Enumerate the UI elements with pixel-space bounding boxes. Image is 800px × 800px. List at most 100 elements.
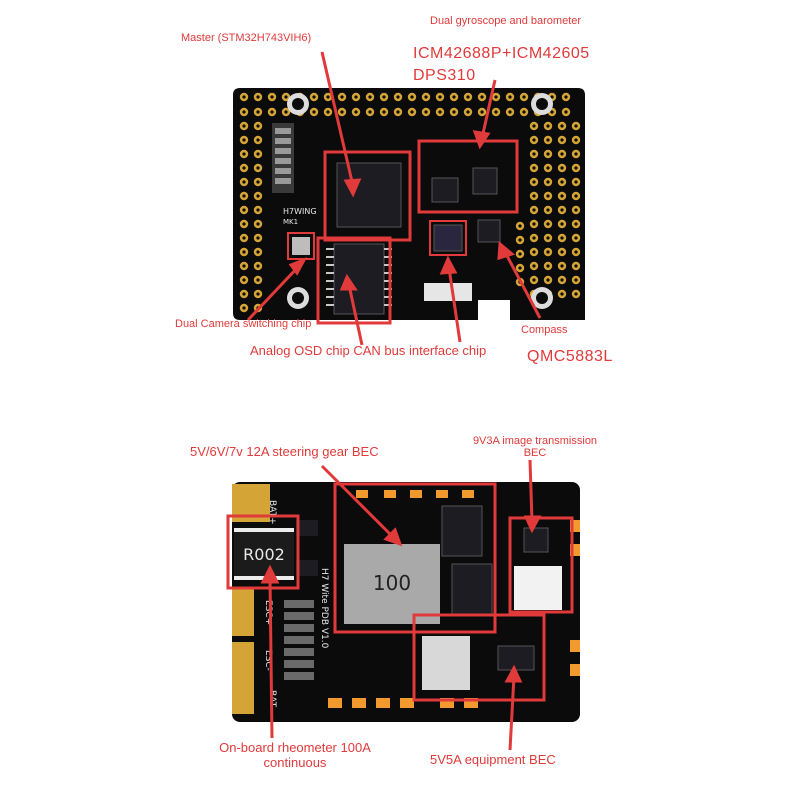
via-hole	[452, 95, 456, 99]
via-hole	[532, 194, 536, 198]
via-hole	[546, 222, 550, 226]
via-hole	[532, 264, 536, 268]
pdb-mosfet-2	[451, 563, 493, 615]
label-equipment-bec: 5V5A equipment BEC	[430, 752, 556, 767]
via-hole	[256, 95, 260, 99]
via-hole	[410, 110, 414, 114]
label-rheometer-line2: continuous	[263, 755, 327, 770]
via-hole	[532, 152, 536, 156]
osd-chip	[333, 243, 385, 315]
via-hole	[256, 278, 260, 282]
via-hole	[368, 110, 372, 114]
label-vtx-bec: 9V3A image transmission BEC	[455, 435, 615, 459]
via-hole	[560, 264, 564, 268]
via-hole	[242, 264, 246, 268]
vtx-bec-highlight-box	[508, 516, 574, 614]
osd-can-highlight-box	[316, 236, 392, 325]
fc-silk-model: H7WING	[283, 207, 317, 216]
via-hole	[256, 180, 260, 184]
label-steering-bec: 5V/6V/7v 12A steering gear BEC	[190, 444, 379, 459]
via-hole	[494, 95, 498, 99]
gyro-chip-2	[472, 167, 498, 195]
via-hole	[550, 95, 554, 99]
pdb-ic-2	[296, 560, 318, 576]
via-hole	[532, 180, 536, 184]
via-hole	[560, 138, 564, 142]
via-hole	[242, 180, 246, 184]
via-hole	[508, 95, 512, 99]
via-hole	[546, 208, 550, 212]
via-hole	[270, 110, 274, 114]
gyro-highlight-box	[417, 139, 519, 214]
via-hole	[546, 264, 550, 268]
via-hole	[546, 236, 550, 240]
via-hole	[522, 95, 526, 99]
via-hole	[546, 138, 550, 142]
vtx-bec-chip	[523, 527, 549, 553]
label-vtx-bec-line1: 9V3A image transmission	[472, 435, 598, 447]
via-hole	[560, 194, 564, 198]
via-hole	[494, 110, 498, 114]
fc-silk-rev: MK1	[283, 218, 298, 226]
via-hole	[256, 236, 260, 240]
via-hole	[368, 95, 372, 99]
via-hole	[574, 278, 578, 282]
via-hole	[574, 138, 578, 142]
main-inductor	[344, 544, 440, 624]
via-hole	[560, 292, 564, 296]
label-rheometer: On-board rheometer 100A continuous	[195, 740, 395, 770]
via-hole	[560, 278, 564, 282]
via-hole	[560, 250, 564, 254]
mounting-hole-icon	[287, 93, 553, 309]
camera-switch-highlight-box	[287, 232, 315, 260]
mcu-chip	[336, 162, 402, 228]
via-hole	[242, 124, 246, 128]
label-dual-gyro: Dual gyroscope and barometer	[430, 15, 582, 27]
via-hole	[242, 278, 246, 282]
via-hole	[532, 222, 536, 226]
label-master: Master (STM32H743VIH6)	[181, 32, 312, 44]
via-hole	[550, 110, 554, 114]
via-hole	[256, 194, 260, 198]
inductor-marking: 100	[373, 571, 411, 595]
via-hole	[532, 236, 536, 240]
via-hole	[326, 110, 330, 114]
via-hole	[560, 208, 564, 212]
label-gyro-parts: ICM42688P+ICM42605	[413, 45, 590, 62]
via-hole	[560, 236, 564, 240]
via-hole	[256, 208, 260, 212]
via-hole	[326, 95, 330, 99]
via-hole	[340, 95, 344, 99]
via-hole	[242, 306, 246, 310]
via-hole	[574, 180, 578, 184]
via-hole	[574, 236, 578, 240]
via-hole	[256, 264, 260, 268]
via-hole	[312, 95, 316, 99]
pdb-silk-esc-plus: ESC+	[263, 600, 273, 625]
via-hole	[508, 110, 512, 114]
via-hole	[532, 166, 536, 170]
via-hole	[560, 222, 564, 226]
via-hole	[574, 208, 578, 212]
pdb-pin-header	[284, 600, 314, 680]
via-hole	[574, 152, 578, 156]
via-hole	[560, 124, 564, 128]
via-pad-grid	[239, 92, 581, 313]
via-hole	[312, 110, 316, 114]
rheometer-highlight-box	[226, 514, 300, 590]
via-hole	[382, 110, 386, 114]
via-hole	[466, 110, 470, 114]
via-hole	[354, 110, 358, 114]
via-hole	[518, 252, 522, 256]
via-hole	[518, 238, 522, 242]
via-hole	[256, 138, 260, 142]
equipment-bec-highlight-box	[412, 613, 546, 702]
via-hole	[270, 95, 274, 99]
pin-header	[272, 123, 294, 193]
via-hole	[242, 194, 246, 198]
via-hole	[574, 166, 578, 170]
via-hole	[424, 95, 428, 99]
via-hole	[284, 110, 288, 114]
label-camera-switch: Dual Camera switching chip	[175, 318, 312, 330]
